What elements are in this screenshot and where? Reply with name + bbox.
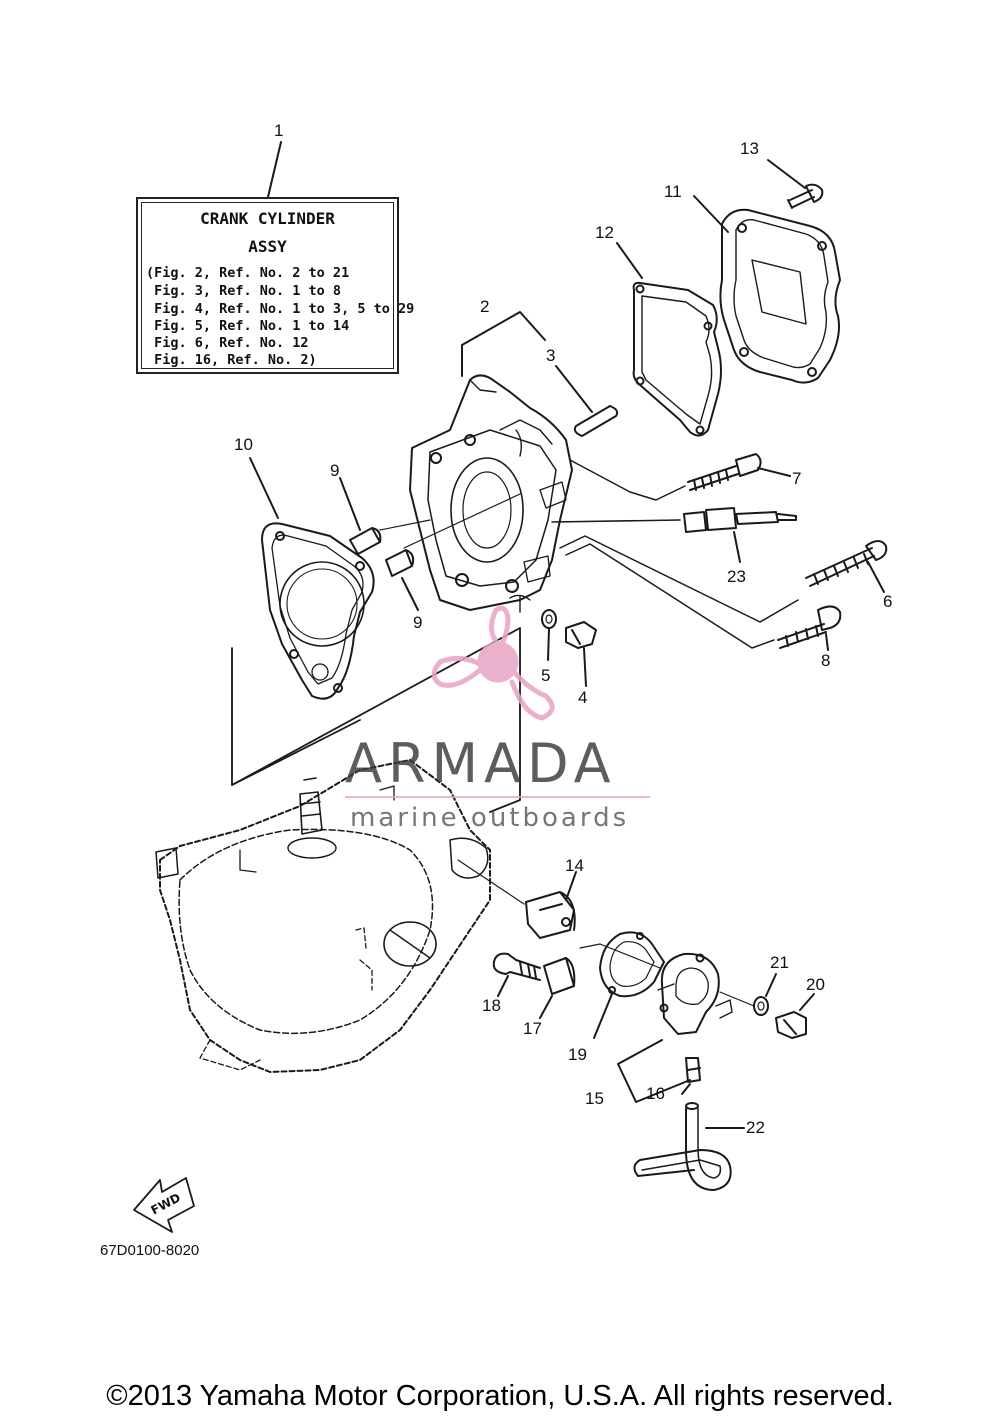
- leader-15: [617, 1039, 691, 1103]
- callout-17: 17: [523, 1019, 542, 1038]
- leader-21: [765, 973, 777, 997]
- leader-1: [267, 141, 282, 198]
- leader-8: [825, 633, 829, 651]
- bolt-18: [492, 952, 541, 981]
- leader-3: [555, 365, 593, 413]
- callout-22: 22: [746, 1118, 765, 1137]
- dowel-9b: [385, 549, 415, 577]
- legend-line: (Fig. 2, Ref. No. 2 to 21: [146, 265, 350, 281]
- copyright-notice: ©2013 Yamaha Motor Corporation, U.S.A. A…: [106, 1380, 894, 1412]
- legend-line: Fig. 3, Ref. No. 1 to 8: [146, 283, 342, 299]
- callout-7: 7: [792, 469, 802, 488]
- leader-2: [461, 311, 546, 377]
- bolt-4: [565, 621, 597, 649]
- leader-19: [593, 993, 613, 1039]
- callout-1: 1: [274, 121, 284, 140]
- collar-17: [543, 957, 576, 995]
- legend-title-line2: ASSY: [248, 237, 287, 256]
- callout-14: 14: [565, 856, 584, 875]
- gasket-10: [261, 522, 375, 700]
- callout-18: 18: [482, 996, 501, 1015]
- leader-14: [565, 871, 577, 901]
- thermostat-cover-15: [660, 952, 720, 1035]
- bolt-8: [777, 605, 842, 649]
- leader-4: [583, 647, 587, 687]
- leader-11: [693, 195, 729, 233]
- thermostat-14: [525, 891, 576, 939]
- legend-line: Fig. 4, Ref. No. 1 to 3, 5 to 29: [146, 301, 415, 317]
- watermark-subtitle: marine outboards: [350, 803, 630, 833]
- dowel-3: [573, 405, 619, 437]
- callout-6: 6: [883, 592, 893, 611]
- callout-11: 11: [664, 182, 682, 201]
- legend-box: CRANK CYLINDER ASSY (Fig. 2, Ref. No. 2 …: [136, 197, 414, 374]
- callout-3: 3: [546, 346, 556, 365]
- leader-9b: [401, 577, 419, 611]
- legend-inner-border: [141, 202, 394, 369]
- callout-2: 2: [480, 297, 490, 316]
- leader-9a: [339, 477, 361, 531]
- fitting-16: [685, 1057, 701, 1083]
- legend-line: Fig. 6, Ref. No. 12: [146, 335, 309, 351]
- washer-5: [541, 609, 557, 629]
- legend-title-line1: CRANK CYLINDER: [200, 209, 335, 228]
- fwd-arrow: [133, 1177, 195, 1233]
- washer-21: [753, 996, 769, 1016]
- leader-17: [539, 995, 553, 1019]
- legend-line: Fig. 16, Ref. No. 2): [146, 352, 317, 368]
- leader-18: [497, 975, 509, 997]
- bolt-20: [775, 1011, 807, 1039]
- callout-16: 16: [646, 1084, 665, 1103]
- bore-hole: [279, 561, 365, 647]
- leader-23: [733, 531, 741, 563]
- callout-20: 20: [806, 975, 825, 994]
- bolt-7: [687, 453, 762, 491]
- legend-line: Fig. 5, Ref. No. 1 to 14: [146, 318, 350, 334]
- part-code: 67D0100-8020: [100, 1242, 200, 1259]
- watermark-logo: [431, 605, 555, 721]
- leader-5: [547, 628, 550, 661]
- leader-7: [757, 467, 791, 477]
- callout-21: 21: [770, 953, 789, 972]
- watermark-rule: [345, 796, 650, 798]
- leader-10: [249, 457, 279, 519]
- leader-13: [767, 159, 806, 189]
- leader-6: [867, 561, 885, 593]
- callout-9b: 9: [413, 613, 423, 632]
- callout-23: 23: [727, 567, 746, 586]
- callout-5: 5: [541, 666, 551, 685]
- callout-4: 4: [578, 688, 588, 707]
- gasket-12: [632, 281, 722, 437]
- spark-plug-23: [683, 507, 797, 533]
- callout-15: 15: [585, 1089, 604, 1108]
- bolt-13: [787, 183, 824, 209]
- callout-8: 8: [821, 651, 831, 670]
- hose-22: [633, 1107, 732, 1191]
- leader-20: [799, 993, 815, 1011]
- watermark-word: ARMADA: [345, 732, 617, 795]
- leader-12: [616, 242, 643, 279]
- callout-13: 13: [740, 139, 759, 158]
- bolt-6: [805, 540, 888, 587]
- callout-9a: 9: [330, 461, 340, 480]
- callout-19: 19: [568, 1045, 587, 1064]
- cover-11: [719, 208, 841, 384]
- leader-16: [681, 1083, 691, 1095]
- cylinder-head-2: [409, 374, 573, 611]
- crankcase-block: [159, 759, 491, 1073]
- callout-12: 12: [595, 223, 614, 242]
- callout-10: 10: [234, 435, 253, 454]
- dowel-9a: [349, 527, 382, 555]
